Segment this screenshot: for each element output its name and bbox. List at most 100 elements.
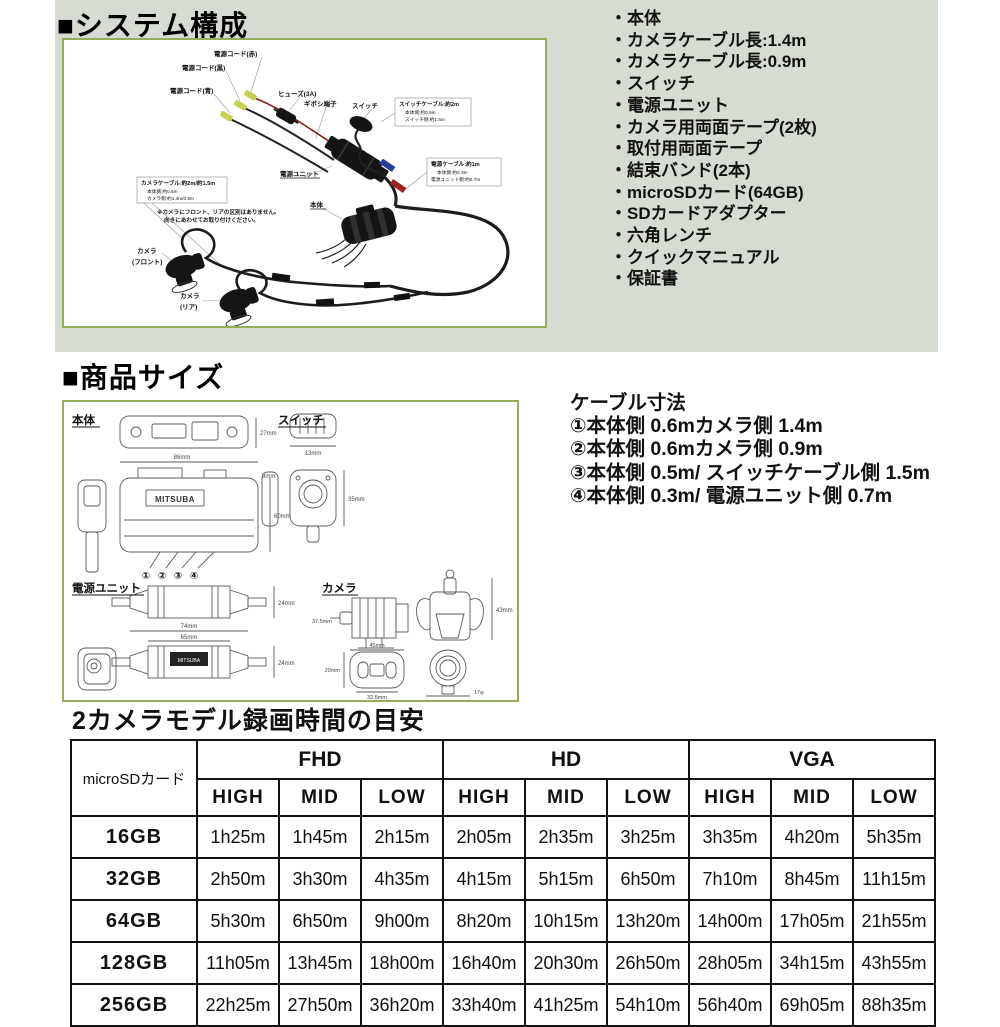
camera-rear-cable — [235, 269, 429, 307]
time-cell: 4h15m — [442, 857, 526, 901]
dim-body-top: 27mm — [260, 431, 277, 437]
corner-header-cell: microSDカード — [70, 739, 198, 817]
time-cell: 6h50m — [278, 899, 362, 943]
parts-list-item: ・microSDカード(64GB) — [610, 182, 804, 202]
camera-rear-label-line1: カメラ — [180, 292, 200, 300]
time-cell: 11h15m — [852, 857, 936, 901]
size-diagram: MITSUBA MITSUBA ① ② ③ ④ 本体 スイッチ 電源ユニット カ… — [72, 413, 513, 701]
power-unit-label: 電源ユニット — [280, 169, 319, 178]
body-view-label: 本体 — [72, 413, 95, 427]
power-cord-blue-wire — [227, 117, 329, 173]
time-cell: 20h30m — [524, 941, 608, 985]
time-cell: 41h25m — [524, 983, 608, 1027]
camera-rear-shape — [219, 286, 259, 327]
level-header-cell: HIGH — [688, 778, 772, 817]
system-config-title: ■システム構成 — [57, 10, 249, 41]
time-cell: 54h10m — [606, 983, 690, 1027]
time-cell: 14h00m — [688, 899, 772, 943]
power-cable-callout-line3: 電源ユニット側:約0.7m — [431, 176, 480, 183]
time-cell: 2h50m — [196, 857, 280, 901]
fuse-shape — [273, 107, 299, 125]
callout-leader-lines — [143, 56, 428, 302]
time-cell: 27h50m — [278, 983, 362, 1027]
cable-band-1 — [271, 272, 291, 282]
cable-band-2 — [315, 298, 335, 306]
level-header-cell: LOW — [606, 778, 690, 817]
cable-spec-line: ③本体側 0.5m/ スイッチケーブル側 1.5m — [570, 461, 930, 484]
table-row: 32GB 2h50m 3h30m 4h35m 4h15m 5h15m 6h50m… — [70, 857, 936, 901]
table-row: 256GB 22h25m 27h50m 36h20m 33h40m 41h25m… — [70, 983, 936, 1027]
time-cell: 34h15m — [770, 941, 854, 985]
parts-list-item: ・保証書 — [610, 269, 678, 289]
cable-band-3 — [363, 281, 381, 289]
recording-table-title: 2カメラモデル録画時間の目安 — [72, 707, 425, 735]
time-cell: 16h40m — [442, 941, 526, 985]
switch-shape — [349, 116, 373, 132]
dim-pu-width: 74mm — [181, 624, 198, 630]
table-row: 16GB 1h25m 1h45m 2h15m 2h05m 2h35m 3h25m… — [70, 815, 936, 859]
time-cell: 17h05m — [770, 899, 854, 943]
product-info-page: { "colors":{"band_bg":"#d6dcd2","box_bor… — [55, 0, 938, 1027]
fuse-label: ヒューズ(3A) — [278, 89, 316, 98]
main-body-label: 本体 — [310, 200, 324, 209]
power-cable-callout-line1: 電源ケーブル:約1m — [431, 160, 480, 168]
recording-time-table: microSDカード FHD HD VGA HIGH MID LOW HIGH … — [70, 739, 936, 1027]
time-cell: 3h35m — [688, 815, 772, 859]
giboshi-label: ギボシ端子 — [304, 99, 337, 108]
time-cell: 2h35m — [524, 815, 608, 859]
camera-rear-label-line2: (リア) — [180, 303, 197, 311]
capacity-cell: 64GB — [70, 899, 198, 943]
level-header-cell: MID — [278, 778, 362, 817]
dim-body-width: 86mm — [174, 455, 191, 461]
capacity-cell: 32GB — [70, 857, 198, 901]
brand-plate — [170, 652, 208, 666]
dim-body-height: 60mm — [274, 514, 291, 520]
main-body-shape — [341, 204, 397, 244]
camera-view-label: カメラ — [322, 582, 357, 595]
level-header-cell: HIGH — [196, 778, 280, 817]
time-cell: 56h40m — [688, 983, 772, 1027]
time-cell: 2h15m — [360, 815, 444, 859]
power-cord-blue-label: 電源コード(青) — [170, 86, 213, 95]
cable-spec-list: ケーブル寸法 ①本体側 0.6mカメラ側 1.4m ②本体側 0.6mカメラ側 … — [570, 392, 930, 508]
time-cell: 1h45m — [278, 815, 362, 859]
camera-front-label-line2: (フロント) — [132, 258, 162, 266]
capacity-cell: 128GB — [70, 941, 198, 985]
cable-spec-line: ①本体側 0.6mカメラ側 1.4m — [570, 415, 823, 438]
connector-number-1: ① — [142, 571, 150, 582]
dim-camera-bottom-width: 45mm — [369, 643, 385, 649]
dim-switch-height: 35mm — [348, 497, 365, 503]
junction-cable — [375, 168, 398, 207]
time-cell: 10h15m — [524, 899, 608, 943]
time-cell: 13h45m — [278, 941, 362, 985]
time-cell: 11h05m — [196, 941, 280, 985]
dim-camera-bottom-width2: 32.5mm — [367, 695, 387, 700]
time-cell: 5h15m — [524, 857, 608, 901]
connector-number-4: ④ — [190, 571, 198, 582]
camera-front-cable — [180, 228, 391, 288]
camera-note-line2: 向きにあわせてお取り付けください。 — [164, 216, 259, 224]
dim-body-thickness: 9mm — [262, 474, 275, 480]
level-header-cell: HIGH — [442, 778, 526, 817]
group-header-vga: VGA — [688, 739, 936, 780]
camera-front-label-line1: カメラ — [137, 247, 157, 255]
system-diagram: スイッチケーブル:約2m 本体側:約0.5m スイッチ側:約1.5m 電源ケーブ… — [132, 49, 510, 327]
connector-number-3: ③ — [174, 571, 182, 582]
time-cell: 13h20m — [606, 899, 690, 943]
time-cell: 1h25m — [196, 815, 280, 859]
time-cell: 3h30m — [278, 857, 362, 901]
switch-view-label: スイッチ — [278, 414, 324, 427]
dim-camera-diameter: 17φ — [474, 690, 484, 696]
connector-tip-2 — [234, 100, 247, 111]
time-cell: 22h25m — [196, 983, 280, 1027]
power-cord-black-label: 電源コード(黒) — [182, 63, 225, 72]
cable-spec-line: ④本体側 0.3m/ 電源ユニット側 0.7m — [570, 484, 893, 507]
camera-cable-callout-line2: 本体側:約0.6m — [147, 188, 178, 195]
dim-camera-front-height: 43mm — [496, 608, 513, 614]
connector-tip-3 — [220, 111, 233, 122]
parts-list-item: ・スイッチ — [610, 74, 695, 94]
time-cell: 7h10m — [688, 857, 772, 901]
parts-list-item: ・電源ユニット — [610, 95, 729, 115]
main-loop-cable — [389, 204, 510, 297]
camera-cable-callout-line1: カメラケーブル:約2m/約1.5m — [141, 179, 215, 187]
